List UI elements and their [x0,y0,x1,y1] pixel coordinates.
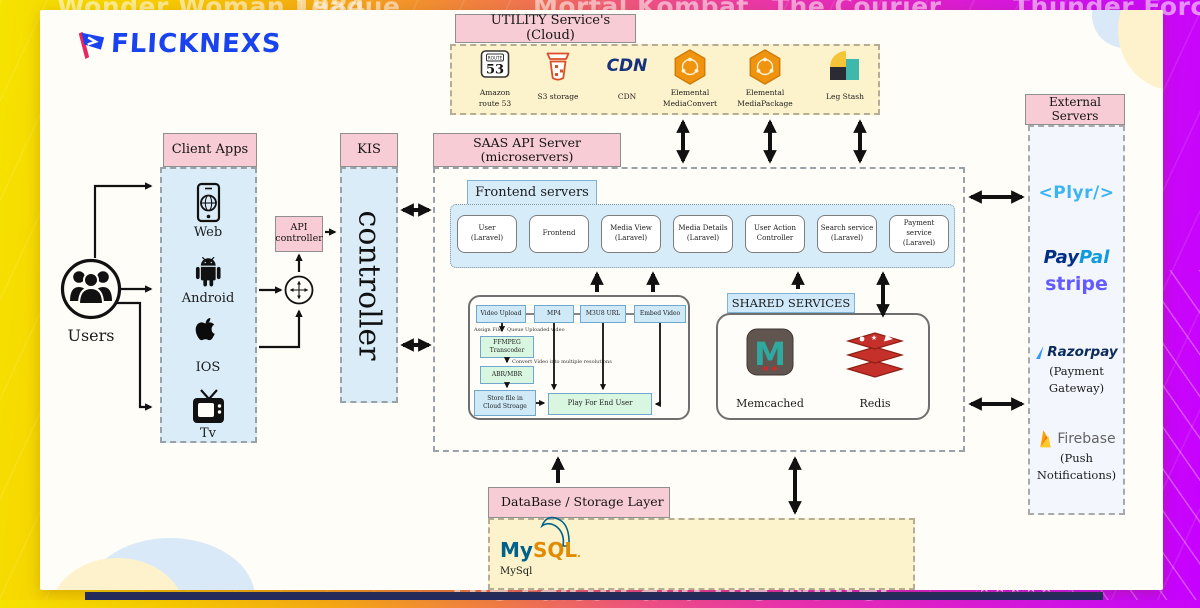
utility-item-label: Amazon route 53 [478,88,512,108]
flicknexs-logo: FLICKNEXS [75,27,282,61]
frontend-service: Search service (Laravel) [817,215,877,253]
plyr-logo: <Plyr/> [1038,183,1115,203]
memcached-label: Memcached [736,397,804,410]
razorpay-icon [1036,345,1044,359]
utility-item-label: Elemental MediaConvert [662,88,718,108]
utility-services-header: UTILITY Service's (Cloud) [455,13,636,43]
payment-gateway-note: (Payment Gateway) [1048,364,1105,396]
api-controller-box: API controller [275,216,323,252]
razorpay-logo: Razorpay [1030,344,1123,360]
firebase-logo: Firebase [1030,428,1123,449]
frontend-service: Payment service (Laravel) [889,215,949,253]
frontend-service: Media Details (Laravel) [673,215,733,253]
mysql-label: MySql [500,566,533,577]
push-notifications-note: (Push Notifications) [1036,451,1117,483]
pipeline-store-cloud-storage: Store file in Cloud Stroage [474,390,536,416]
android-label: Android [181,291,235,306]
tv-label: Tv [199,426,216,441]
utility-item-label: Elemental MediaPackage [737,88,793,108]
flag-icon [78,31,105,60]
pipeline-note-queue: Queue Uploaded video [507,327,565,333]
pipeline-mp4: MP4 [534,305,574,323]
utility-services-box [450,44,880,115]
kis-header: KIS [340,133,398,167]
utility-item-label: Leg Stash [826,92,864,101]
client-apps-header: Client Apps [163,133,257,167]
frontend-service: User (Laravel) [457,215,517,253]
saas-api-server-header: SAAS API Server (microservers) [433,133,621,167]
frontend-service: Frontend [529,215,589,253]
pipeline-m3u8-url: M3U8 URL [580,305,626,323]
database-storage-box [488,518,915,590]
pipeline-note-assign: Assign File [474,327,502,333]
users-label: Users [67,326,115,345]
bottom-navy-bar [85,592,1103,600]
kis-body-box [340,167,398,403]
kis-controller-label: controller [351,210,387,360]
cdn-icon: CDN [606,56,648,76]
frontend-service: User Action Controller [745,215,805,253]
redis-label: Redis [859,397,891,410]
pipeline-abr-mbr: ABR/MBR [480,366,534,384]
logo-text: FLICKNEXS [110,29,283,59]
ios-label: IOS [195,360,221,375]
web-label: Web [193,225,223,240]
firebase-icon [1040,430,1052,448]
database-layer-header: DataBase / Storage Layer [488,487,670,518]
pipeline-ffmpeg-transcoder: FFMPEG Transcoder [480,336,534,358]
pipeline-video-upload: Video Upload [476,305,526,323]
pipeline-note-convert: Convert Video into multiple resolutions [512,359,612,365]
stripe-logo: stripe [1045,273,1108,295]
external-servers-header: External Servers [1025,94,1125,125]
shared-services-header: SHARED SERVICES [727,293,855,313]
utility-item-label: S3 storage [537,92,579,101]
pipeline-embed-video: Embed Video [634,305,686,323]
frontend-servers-header: Frontend servers [467,180,597,205]
paypal-logo: PayPal [1043,247,1110,268]
deco-circle-yellow-tr [1118,10,1163,90]
frontend-service: Media View (Laravel) [601,215,661,253]
external-servers-box [1028,125,1125,515]
utility-item-label: CDN [617,92,637,101]
saas-api-server-box [433,167,965,452]
pipeline-play-end-user: Play For End User [548,393,652,415]
